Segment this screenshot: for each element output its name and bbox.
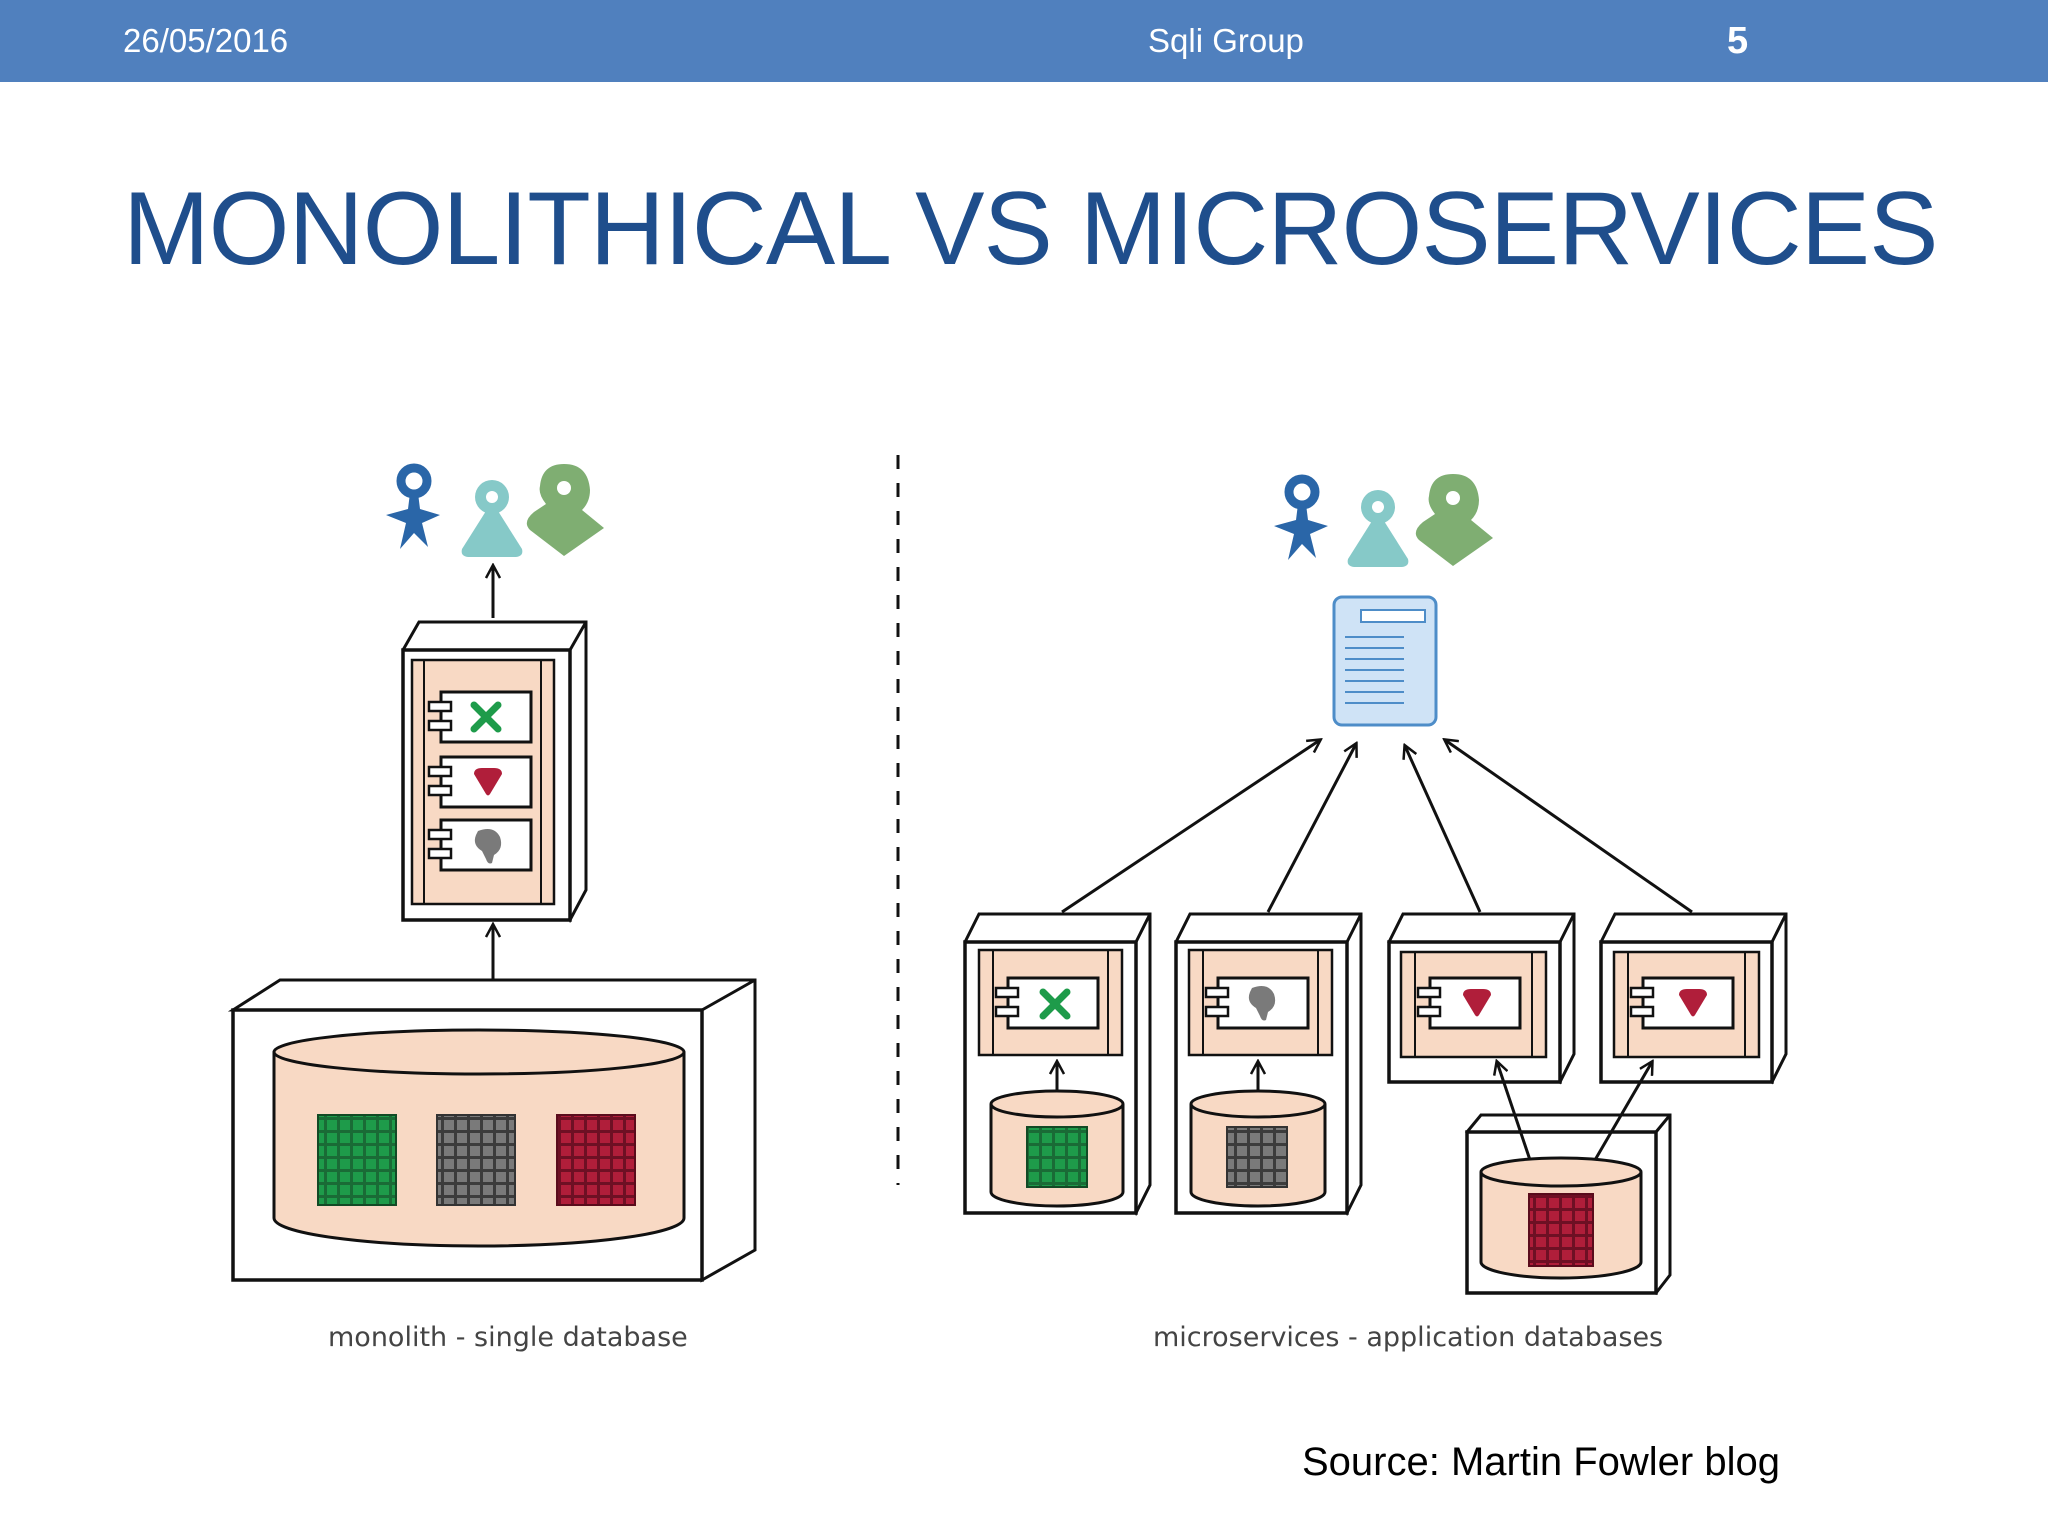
green-user-icon: [526, 464, 604, 556]
document-icon: [1332, 595, 1438, 727]
db-to-service-arrow: [1593, 1062, 1652, 1161]
header-bar: 26/05/2016 Sqli Group 5: [0, 0, 2048, 82]
teal-user-icon: [1347, 490, 1409, 567]
gray-grid-icon: [1226, 1126, 1288, 1188]
green-grid-icon: [1026, 1126, 1088, 1188]
db-to-service-arrow: [1497, 1062, 1532, 1161]
module-component: [1629, 976, 1735, 1030]
monolith-caption: monolith - single database: [328, 1322, 688, 1353]
blue-user-icon: [386, 468, 440, 549]
service-red-a: [1387, 912, 1576, 1085]
monolith-application-box: [401, 620, 588, 924]
service-red-b: [1599, 912, 1788, 1085]
service-arrow: [1266, 744, 1356, 913]
microservices-caption: microservices - application databases: [1153, 1322, 1664, 1353]
teal-user-icon: [461, 480, 523, 557]
module-component: [994, 976, 1100, 1030]
blue-user-icon: [1274, 479, 1328, 560]
slide-title: MONOLITHICAL VS MICROSERVICES: [123, 171, 1938, 287]
red-grid-icon: [1528, 1193, 1594, 1267]
red-grid-icon: [556, 1114, 636, 1206]
shared-red-database-box: [1464, 1113, 1672, 1296]
header-date: 26/05/2016: [123, 22, 289, 59]
service-gray: [1174, 912, 1363, 1217]
gray-grid-icon: [436, 1114, 516, 1206]
service-arrow: [1405, 746, 1482, 913]
microservices-users: [1274, 474, 1493, 567]
green-grid-icon: [317, 1114, 397, 1206]
header-organization: Sqli Group: [1148, 22, 1304, 59]
monolith-database-box: [227, 978, 757, 1283]
service-arrow: [1061, 740, 1320, 914]
module-component: [427, 690, 533, 744]
green-user-icon: [1415, 474, 1493, 566]
service-arrow: [1445, 740, 1693, 914]
service-green: [963, 912, 1152, 1217]
page-number: 5: [1727, 20, 1749, 62]
source-citation: Source: Martin Fowler blog: [1302, 1440, 1780, 1484]
monolith-users: [386, 464, 604, 557]
